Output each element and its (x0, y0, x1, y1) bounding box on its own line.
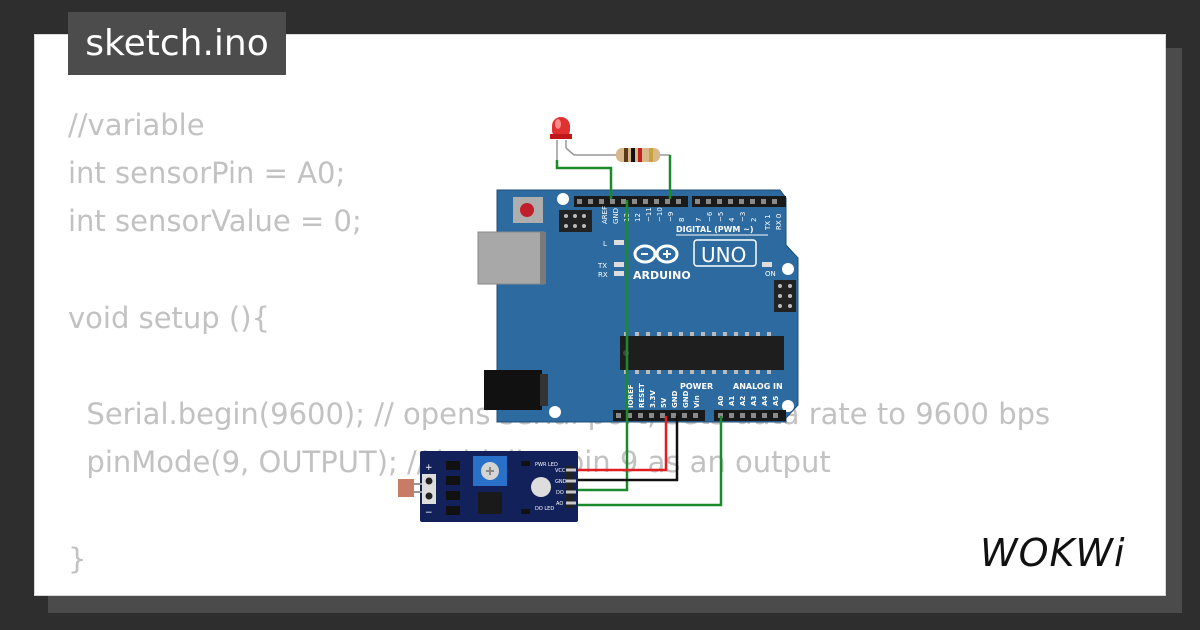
photoresistor (398, 479, 414, 497)
digital-header-left (574, 196, 688, 207)
mount-hole (549, 406, 561, 418)
code-line: } (68, 541, 87, 576)
uno-label: UNO (701, 243, 746, 267)
power-pin-labels: IOREF RESET 3.3V 5V GND GND Vin (627, 383, 701, 408)
digital-header-label: DIGITAL (PWM ~) (676, 225, 754, 234)
svg-text:VCC: VCC (555, 468, 566, 474)
wire-ao (575, 416, 723, 507)
svg-text:GND: GND (555, 479, 567, 485)
code-line: //variable (68, 108, 205, 142)
svg-text:~9: ~9 (667, 212, 675, 222)
led-on-label: ON (765, 270, 776, 278)
led-rx-label: RX (598, 271, 608, 279)
svg-text:2: 2 (750, 218, 758, 222)
svg-text:5V: 5V (660, 397, 668, 408)
arduino-logo (633, 244, 679, 264)
svg-text:~10: ~10 (656, 207, 664, 222)
wires (555, 155, 723, 507)
svg-text:IOREF: IOREF (627, 384, 635, 408)
power-header-label: POWER (680, 382, 713, 391)
red-led[interactable] (550, 117, 572, 160)
svg-text:RX 0: RX 0 (775, 214, 783, 230)
svg-text:~3: ~3 (739, 212, 747, 222)
icsp-header (559, 210, 592, 232)
svg-text:TX 1: TX 1 (764, 214, 772, 231)
sensor-led (531, 477, 551, 497)
wokwi-logo[interactable]: WOKWi (976, 528, 1154, 578)
svg-text:A2: A2 (739, 396, 747, 406)
code-line: void setup (){ (68, 300, 270, 335)
sensor-pin-labels: VCC GND DO AO (555, 468, 567, 507)
led-l-label: L (603, 240, 607, 248)
resistor[interactable] (565, 147, 670, 162)
svg-text:7: 7 (695, 218, 703, 222)
svg-text:+: + (425, 463, 433, 473)
svg-text:~6: ~6 (706, 211, 714, 222)
led-l (614, 240, 624, 245)
icsp2-header (774, 280, 796, 312)
svg-text:PWR LED: PWR LED (535, 462, 558, 468)
analog-pin-labels: A0 A1 A2 A3 A4 A5 (717, 396, 780, 406)
svg-text:3.3V: 3.3V (649, 390, 657, 408)
file-tab[interactable]: sketch.ino (68, 12, 286, 75)
svg-text:−: − (425, 508, 433, 518)
power-jack (484, 370, 542, 410)
wire-gnd (574, 416, 679, 482)
svg-text:Vin: Vin (693, 395, 701, 408)
arduino-uno-board[interactable]: AREF GND 13 12 ~11 ~10 ~9 8 7 ~6 ~5 4 ~3… (477, 189, 799, 423)
led-tx-label: TX (597, 262, 607, 270)
svg-text:A4: A4 (761, 396, 769, 406)
code-line: int sensorPin = A0; (68, 156, 346, 191)
mount-hole (782, 263, 794, 275)
mount-hole (782, 400, 794, 412)
svg-text:A1: A1 (728, 396, 736, 406)
svg-text:8: 8 (678, 218, 686, 222)
microcontroller-chip (620, 336, 784, 370)
code-line: int sensorValue = 0; (68, 204, 362, 239)
svg-text:DO: DO (556, 490, 564, 496)
svg-text:DO LED: DO LED (535, 506, 554, 512)
svg-text:WOKWi: WOKWi (980, 531, 1126, 575)
svg-text:GND: GND (682, 390, 690, 408)
svg-text:GND: GND (671, 390, 679, 408)
wire-vcc (574, 416, 668, 472)
svg-text:A5: A5 (772, 396, 780, 406)
svg-text:A3: A3 (750, 396, 758, 406)
arduino-brand-label: ARDUINO (633, 269, 691, 282)
svg-text:~11: ~11 (645, 207, 653, 222)
analog-header-label: ANALOG IN (733, 382, 783, 391)
svg-text:GND: GND (612, 208, 620, 224)
led-rx (614, 271, 624, 276)
digital-pin-labels: AREF GND 13 12 ~11 ~10 ~9 8 7 ~6 ~5 4 ~3… (601, 206, 783, 231)
svg-text:A0: A0 (717, 396, 725, 406)
svg-text:4: 4 (728, 217, 736, 222)
reset-button-cap[interactable] (520, 203, 534, 217)
ldr-sensor-module[interactable]: + − PWR LED DO LED VCC GND DO AO (398, 451, 578, 522)
usb-port (477, 231, 545, 285)
led-tx (614, 262, 624, 267)
svg-text:12: 12 (634, 213, 642, 222)
power-header (613, 410, 705, 421)
code-line: pinMode(9, OUTPUT); // initialize pin 9 … (86, 445, 831, 480)
svg-text:AO: AO (556, 501, 563, 507)
svg-text:AREF: AREF (601, 206, 609, 224)
led-on (762, 262, 772, 267)
analog-header (714, 410, 786, 421)
comparator-chip (478, 492, 502, 514)
svg-text:~5: ~5 (717, 212, 725, 222)
wire-do (575, 200, 629, 492)
wire-led-gnd (555, 160, 613, 199)
mount-hole (557, 193, 569, 205)
svg-text:RESET: RESET (638, 383, 646, 408)
